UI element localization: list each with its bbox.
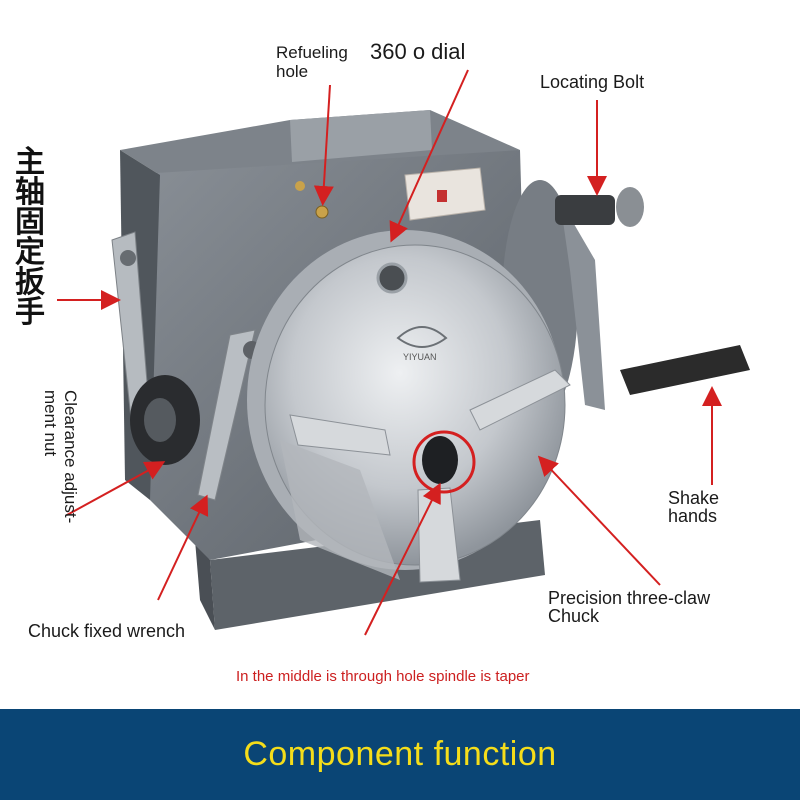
refueling-hole-top bbox=[295, 181, 305, 191]
jaw-left bbox=[289, 414, 391, 456]
label-clearance-nut: Clearance adjust- ment nut bbox=[41, 390, 80, 524]
clearance-nut-inner bbox=[144, 398, 176, 442]
locating-bolt bbox=[555, 195, 615, 225]
shake-hands-handle bbox=[620, 345, 750, 395]
nameplate-logo bbox=[437, 190, 447, 202]
crank-arm bbox=[560, 200, 605, 410]
chuck-logo-icon bbox=[396, 326, 448, 348]
arrow-chuck-wrench bbox=[157, 494, 209, 601]
chuck-wrench bbox=[197, 329, 256, 501]
arrow-through-hole bbox=[364, 482, 441, 636]
jaw-right bbox=[469, 369, 571, 431]
through-hole-highlight bbox=[412, 430, 476, 494]
chuck-body-side bbox=[280, 440, 400, 580]
base-plate-side bbox=[195, 540, 215, 630]
through-hole-note: In the middle is through hole spindle is… bbox=[236, 668, 530, 685]
spindle-wrench-pin bbox=[120, 250, 136, 266]
label-shake-hands: Shake hands bbox=[668, 488, 720, 526]
label-chuck-wrench: Chuck fixed wrench bbox=[28, 621, 186, 641]
chuck-key-hole bbox=[376, 262, 408, 294]
locating-bolt-knob bbox=[616, 187, 644, 227]
label-dial: 360 o dial bbox=[370, 39, 466, 64]
label-locating-bolt: Locating Bolt bbox=[540, 72, 645, 92]
arrow-clearance-nut bbox=[66, 461, 166, 516]
label-spindle-wrench-cn: 主轴固定扳手 bbox=[15, 145, 45, 330]
title-banner: Component function bbox=[0, 709, 800, 800]
banner-title: Component function bbox=[243, 735, 557, 773]
arrow-refueling bbox=[313, 84, 334, 206]
chuck-logo-text: YIYUAN bbox=[403, 352, 437, 362]
through-hole bbox=[422, 436, 458, 484]
arrow-dial bbox=[389, 69, 469, 243]
arrow-chuck bbox=[537, 455, 661, 586]
refueling-hole bbox=[315, 205, 329, 219]
label-refueling-hole: Refueling hole bbox=[276, 43, 348, 81]
label-chuck: Precision three-claw Chuck bbox=[548, 588, 711, 626]
callout-arrows bbox=[57, 69, 722, 636]
